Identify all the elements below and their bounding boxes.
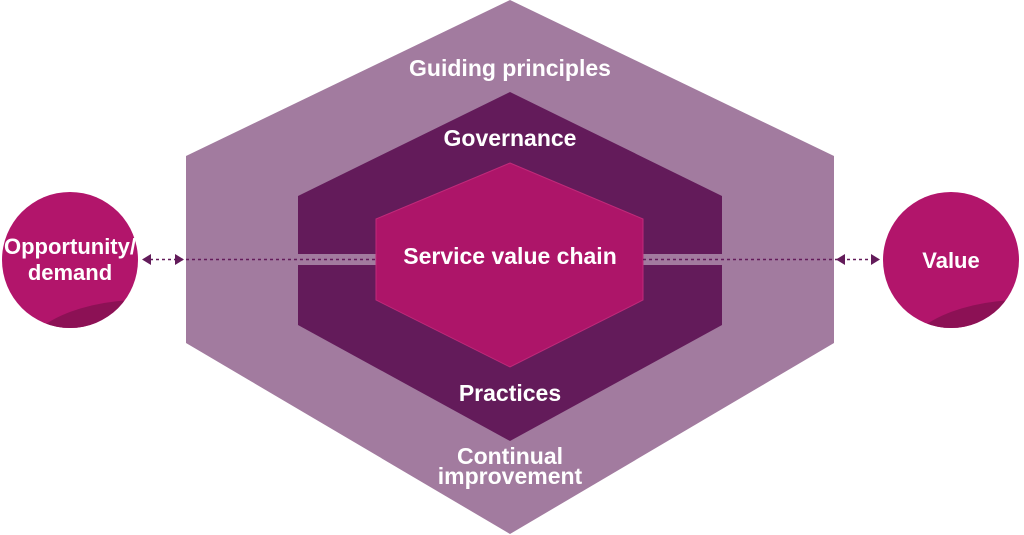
continual-improvement-label-line2: improvement bbox=[438, 463, 583, 489]
arrow-left-outer-icon bbox=[142, 254, 151, 265]
arrow-right-inner-icon bbox=[836, 254, 845, 265]
opportunity-demand-label-line1: Opportunity/ bbox=[4, 234, 136, 259]
practices-label: Practices bbox=[459, 380, 561, 406]
arrow-left-inner-icon bbox=[175, 254, 184, 265]
service-value-chain-label: Service value chain bbox=[403, 243, 617, 269]
arrow-right-outer-icon bbox=[871, 254, 880, 265]
opportunity-demand-circle bbox=[2, 192, 138, 328]
continual-improvement-label-line1: Continual bbox=[457, 443, 563, 469]
opportunity-demand-label-line2: demand bbox=[28, 260, 112, 285]
guiding-principles-label: Guiding principles bbox=[409, 55, 611, 81]
service-value-chain-hexagon bbox=[375, 162, 644, 368]
value-label: Value bbox=[922, 248, 979, 273]
value-circle bbox=[883, 192, 1019, 328]
governance-label: Governance bbox=[444, 125, 577, 151]
